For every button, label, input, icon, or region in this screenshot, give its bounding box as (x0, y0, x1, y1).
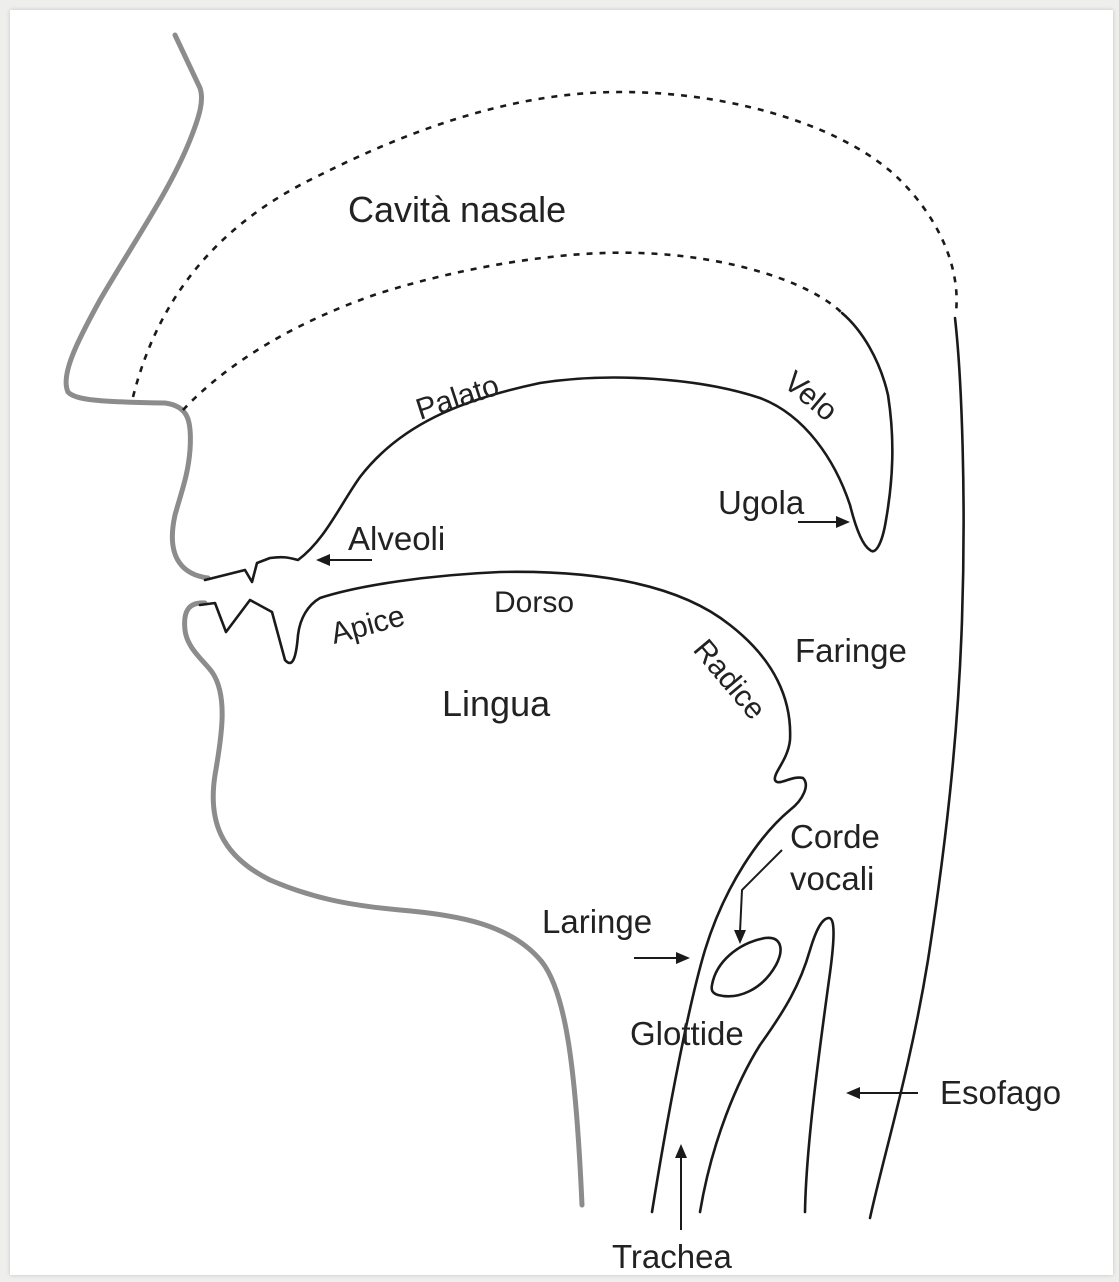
label-corde-vocali-2: vocali (790, 860, 874, 897)
label-corde-vocali-1: Corde (790, 818, 880, 855)
arrow-trachea (675, 1144, 687, 1230)
label-glottide: Glottide (630, 1015, 744, 1052)
label-palato: Palato (412, 369, 503, 427)
label-velo: Velo (778, 365, 844, 428)
label-ugola: Ugola (718, 484, 805, 521)
arrow-ugola (798, 516, 850, 528)
label-radice: Radice (687, 633, 772, 726)
label-faringe: Faringe (795, 632, 907, 669)
nasal-cavity-lower (183, 253, 842, 410)
label-lingua: Lingua (442, 683, 551, 724)
label-alveoli: Alveoli (348, 520, 445, 557)
label-dorso: Dorso (494, 586, 574, 619)
label-laringe: Laringe (542, 903, 652, 940)
palate-line (205, 313, 892, 582)
label-trachea: Trachea (612, 1238, 732, 1275)
vocal-folds (712, 938, 781, 996)
epiglottis-line (700, 918, 834, 1212)
nose-profile (66, 35, 208, 578)
label-apice: Apice (327, 599, 408, 650)
arrow-esofago (846, 1087, 918, 1099)
arrow-laringe (634, 952, 690, 964)
label-esofago: Esofago (940, 1074, 1061, 1111)
label-cavita-nasale: Cavità nasale (348, 189, 566, 230)
arrow-corde-vocali (734, 850, 782, 944)
